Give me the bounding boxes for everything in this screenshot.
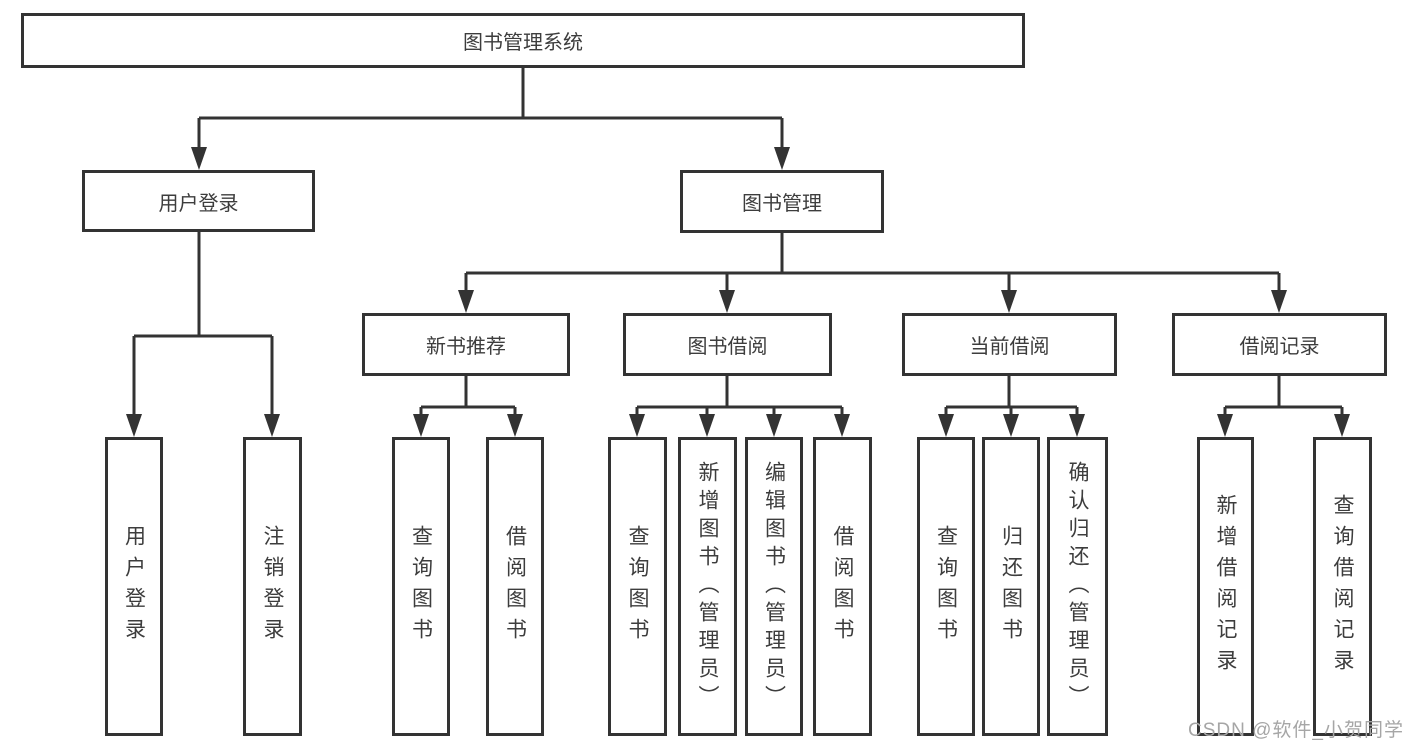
node-root-library-system: 图书管理系统 [21,13,1025,68]
leaf-records-query-record: 查询借阅记录 [1313,437,1372,736]
node-user-login: 用户登录 [82,170,315,232]
leaf-current-confirm-return-admin: 确认归还（管理员） [1047,437,1108,736]
watermark: CSDN @软件_小贺同学 [1188,720,1404,741]
node-book-borrow: 图书借阅 [623,313,832,376]
node-book-management: 图书管理 [680,170,884,233]
leaf-borrow-borrow-books: 借阅图书 [813,437,872,736]
leaf-current-return-books: 归还图书 [982,437,1040,736]
leaf-user-login: 用户登录 [105,437,163,736]
leaf-newbooks-query-books: 查询图书 [392,437,450,736]
leaf-records-add-record: 新增借阅记录 [1197,437,1254,736]
leaf-borrow-add-books-admin: 新增图书（管理员） [678,437,737,736]
leaf-borrow-edit-books-admin: 编辑图书（管理员） [745,437,803,736]
leaf-newbooks-borrow-books: 借阅图书 [486,437,544,736]
leaf-logout: 注销登录 [243,437,302,736]
leaf-borrow-query-books: 查询图书 [608,437,667,736]
leaf-current-query-books: 查询图书 [917,437,975,736]
node-current-borrow: 当前借阅 [902,313,1117,376]
node-new-book-recommend: 新书推荐 [362,313,570,376]
node-borrow-records: 借阅记录 [1172,313,1387,376]
